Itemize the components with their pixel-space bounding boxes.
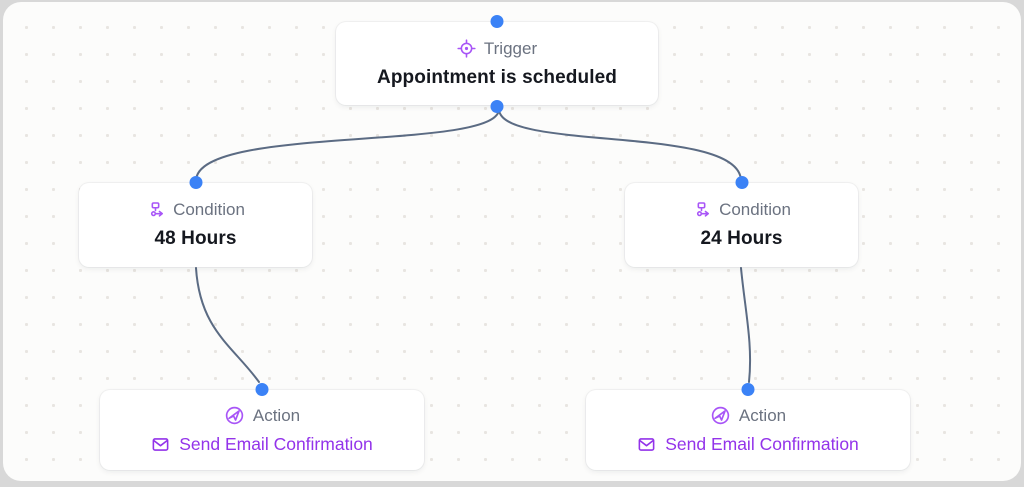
trigger-top-handle[interactable] <box>490 15 504 28</box>
send-icon <box>224 405 245 426</box>
node-title: Appointment is scheduled <box>377 66 617 88</box>
node-title: 48 Hours <box>154 228 237 249</box>
action-node-left[interactable]: Action Send Email Confirmation <box>100 383 424 470</box>
send-icon <box>710 405 731 426</box>
branch-icon <box>146 201 165 220</box>
workflow-canvas[interactable]: Trigger Appointment is scheduled Cond <box>3 2 1021 481</box>
node-title: 24 Hours <box>700 228 783 249</box>
action-node-right[interactable]: Action Send Email Confirmation <box>586 383 910 470</box>
action-right-top-handle[interactable] <box>741 383 755 396</box>
condition-24-top-handle[interactable] <box>735 176 748 189</box>
action-title: Send Email Confirmation <box>179 434 373 454</box>
node-type-label: Trigger <box>483 38 538 58</box>
node-type-label: Condition <box>173 200 245 219</box>
condition-node-24[interactable]: Condition 24 Hours <box>625 176 858 267</box>
action-left-top-handle[interactable] <box>255 383 269 396</box>
condition-node-48[interactable]: Condition 48 Hours <box>79 176 312 267</box>
edge-trigger-to-condition-24[interactable] <box>498 108 742 182</box>
trigger-bottom-handle[interactable] <box>490 100 504 113</box>
branch-icon <box>692 201 711 220</box>
mail-icon <box>637 435 656 454</box>
condition-48-top-handle[interactable] <box>189 176 202 189</box>
mail-icon <box>151 435 170 454</box>
trigger-node[interactable]: Trigger Appointment is scheduled <box>336 15 658 113</box>
edge-condition-24-to-action[interactable] <box>740 267 752 383</box>
node-type-label: Action <box>738 405 787 425</box>
edge-condition-48-to-action[interactable] <box>195 267 260 383</box>
action-title: Send Email Confirmation <box>665 434 859 454</box>
target-icon <box>457 39 476 58</box>
node-type-label: Action <box>252 405 301 425</box>
node-type-label: Condition <box>719 200 791 219</box>
edge-trigger-to-condition-48[interactable] <box>195 108 500 182</box>
